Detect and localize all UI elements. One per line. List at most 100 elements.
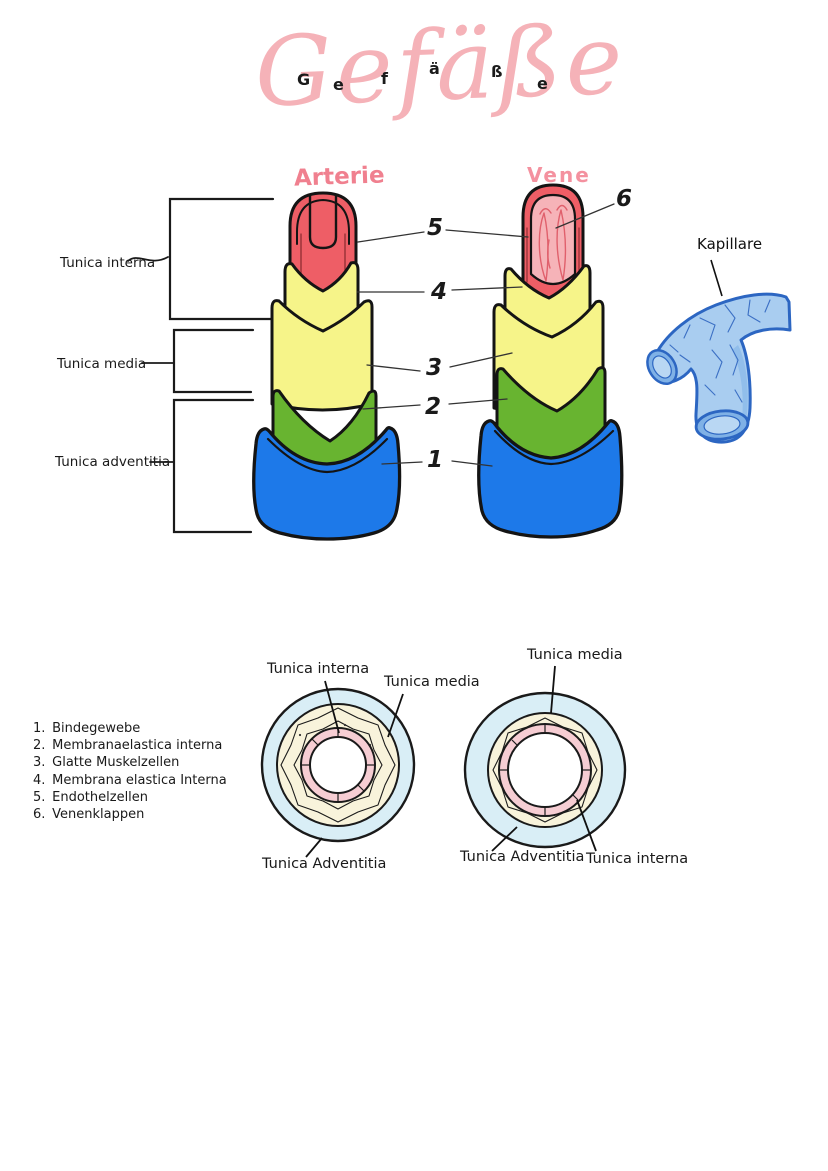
vein-cs-line-adventitia	[491, 826, 518, 852]
pointer-number-6: 6	[615, 186, 632, 212]
artery-diagram	[252, 191, 402, 541]
title-print-letter-e2: e	[537, 74, 548, 93]
vein-valve-squiggle	[547, 239, 551, 269]
legend-list: 1. Bindegewebe 2. Membranaelastica inter…	[33, 720, 227, 823]
title-print-letter-ss: ß	[491, 62, 503, 81]
legend-item-3: 3. Glatte Muskelzellen	[33, 754, 227, 771]
vein-cs-label-media: Tunica media	[527, 647, 623, 663]
vein-valves	[538, 204, 568, 282]
artery-cross-section	[260, 680, 416, 858]
pointer-number-5: 5	[426, 215, 443, 241]
vein-cs-interna-ticks	[499, 724, 591, 816]
pointer-number-1: 1	[426, 447, 443, 473]
line-3-artery	[366, 364, 421, 372]
legend-item-3-num: 3.	[33, 755, 46, 771]
title-print-letter-e1: e	[333, 75, 344, 94]
title-print-letter-ae: ä	[429, 59, 440, 78]
page-title: Ge f ä ß e	[253, 3, 629, 129]
connector-tunica-interna	[127, 256, 169, 262]
line-1-vein	[451, 460, 493, 467]
legend-item-5-num: 5.	[33, 789, 46, 805]
vein-valve-curl-left	[539, 208, 552, 215]
capillary-body	[650, 292, 792, 444]
legend-item-1: 1. Bindegewebe	[33, 720, 227, 737]
line-5-artery	[357, 231, 425, 243]
vein-cs-line-media	[550, 665, 556, 714]
vein-blue-rim-line	[493, 429, 615, 466]
legend-item-2: 2. Membranaelastica interna	[33, 737, 227, 754]
line-2-artery	[362, 404, 421, 410]
pointer-number-4: 4	[430, 279, 447, 305]
legend-item-6-num: 6.	[33, 807, 46, 823]
capillary-opening-bottom-inner	[703, 415, 741, 435]
title-print-letter-g: G	[297, 70, 311, 89]
artery-cs-line-interna	[324, 680, 340, 734]
artery-layer-blue-adventitia	[252, 426, 402, 541]
artery-layer-yellow-media	[270, 299, 374, 412]
capillary-opening-left-inner	[652, 355, 672, 379]
legend-item-3-label: Glatte Muskelzellen	[52, 755, 180, 771]
artery-cs-line-adventitia	[305, 837, 323, 858]
pointer-number-3: 3	[425, 355, 442, 381]
vein-cross-section	[463, 665, 627, 852]
vein-valve-leaf-right	[556, 209, 567, 281]
vein-cs-label-interna: Tunica interna	[586, 851, 689, 867]
artery-cs-lumen	[309, 736, 367, 794]
legend-item-2-num: 2.	[33, 738, 46, 754]
vein-cs-label-adventitia: Tunica Adventitia	[460, 849, 585, 865]
vein-title: Vene	[527, 163, 591, 187]
title-print-letter-f: f	[381, 69, 388, 88]
pointer-number-2: 2	[424, 394, 441, 420]
vein-cs-lumen	[507, 732, 583, 808]
line-3-vein	[449, 352, 513, 368]
legend-item-5-label: Endothelzellen	[52, 789, 149, 805]
line-1-artery	[381, 461, 423, 465]
vein-valve-curl-right	[556, 204, 568, 211]
legend-item-6: 6. Venenklappen	[33, 806, 227, 823]
bracket-tunica-interna	[168, 197, 275, 321]
line-6-vein	[555, 203, 615, 229]
label-tunica-media: Tunica media	[57, 356, 147, 372]
artery-cs-label-media: Tunica media	[384, 674, 480, 690]
line-5-vein	[445, 229, 529, 238]
legend-item-2-label: Membranaelastica interna	[52, 738, 223, 754]
artery-cs-label-adventitia: Tunica Adventitia	[262, 856, 387, 872]
vein-lumen-pink	[529, 193, 577, 286]
artery-layer-green-membrane	[271, 389, 378, 472]
artery-cs-leader-lines	[305, 680, 404, 858]
label-tunica-interna: Tunica interna	[60, 255, 156, 271]
artery-blue-rim-line	[266, 437, 389, 474]
capillary-diagram	[646, 259, 792, 444]
legend-item-1-num: 1.	[33, 721, 46, 736]
capillary-texture	[669, 299, 771, 403]
legend-item-5: 5. Endothelzellen	[33, 789, 227, 806]
legend-item-6-label: Venenklappen	[52, 807, 145, 823]
capillary-title: Kapillare	[697, 235, 763, 253]
artery-cs-texture-ring-inner	[293, 720, 383, 810]
capillary-pointer-line	[710, 259, 723, 297]
artery-title: Arterie	[293, 162, 385, 192]
vein-cs-line-interna	[576, 799, 597, 852]
legend-item-4: 4. Membrana elastica Interna	[33, 772, 227, 789]
label-tunica-adventitia: Tunica adventitia	[55, 454, 171, 470]
pointer-lines	[356, 203, 615, 467]
legend-item-4-num: 4.	[33, 772, 46, 788]
artery-cs-texture-ring-outer	[280, 707, 396, 823]
vein-cs-texture-ring	[492, 717, 598, 823]
capillary-shade	[732, 345, 748, 430]
line-2-vein	[448, 398, 508, 405]
vein-valve-leaf-left	[538, 212, 549, 282]
tunica-brackets	[127, 197, 275, 534]
bracket-tunica-media	[172, 328, 255, 394]
legend-item-4-label: Membrana elastica Interna	[52, 772, 227, 788]
artery-cs-label-interna: Tunica interna	[267, 661, 370, 677]
vein-diagram	[477, 183, 624, 539]
vein-layer-green-membrane	[495, 366, 607, 472]
artery-red-inner-rim	[296, 199, 350, 245]
line-4-vein	[451, 286, 523, 291]
artery-red-notch	[308, 194, 338, 250]
legend-item-1-label: Bindegewebe	[52, 721, 141, 736]
vein-cs-leader-lines	[491, 665, 597, 852]
